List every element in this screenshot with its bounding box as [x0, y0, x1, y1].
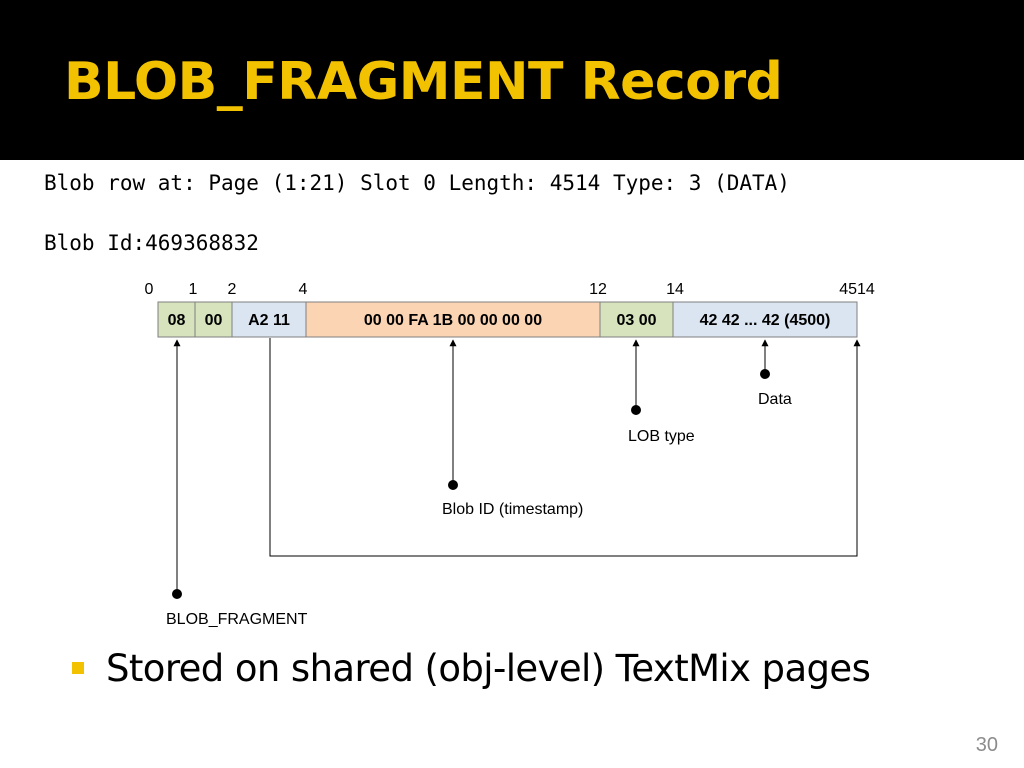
annotation-label: Blob ID (timestamp): [442, 501, 583, 518]
offset-label: 4: [299, 281, 308, 298]
title-bar: BLOB_FRAGMENT Record: [0, 0, 1024, 160]
length-connector: [269, 338, 861, 557]
record-fields: 08 00 A2 11 00 00 FA 1B 00 00 00 00 03 0…: [157, 301, 858, 338]
blob-fragment-dot: [172, 589, 182, 599]
offset-label: 0: [145, 281, 154, 298]
offset-label: 12: [589, 281, 607, 298]
field-label: 00: [205, 312, 223, 329]
bullet-text: Stored on shared (obj-level) TextMix pag…: [106, 646, 871, 690]
dump-id-line: Blob Id:469368832: [44, 231, 259, 255]
offset-label: 2: [228, 281, 237, 298]
offset-labels: 0 1 2 4 12 14 4514: [145, 281, 875, 298]
lob-type-dot: [631, 405, 641, 415]
annotation-label: LOB type: [628, 428, 695, 445]
offset-label: 14: [666, 281, 684, 298]
connectors: [172, 338, 861, 599]
annotation-label: BLOB_FRAGMENT: [166, 611, 308, 628]
slide-number: 30: [975, 734, 998, 756]
offset-label: 1: [189, 281, 198, 298]
blob-id-dot: [448, 480, 458, 490]
bullet-item: Stored on shared (obj-level) TextMix pag…: [72, 640, 871, 696]
offset-label: 4514: [839, 281, 875, 298]
annotation-labels: BLOB_FRAGMENT Blob ID (timestamp) LOB ty…: [166, 391, 792, 628]
field-label: 00 00 FA 1B 00 00 00 00: [364, 312, 542, 329]
field-label: 03 00: [616, 312, 656, 329]
field-label: 08: [168, 312, 186, 329]
slide-title: BLOB_FRAGMENT Record: [64, 52, 783, 112]
field-label: A2 11: [248, 312, 290, 329]
data-dot: [760, 369, 770, 379]
field-label: 42 42 ... 42 (4500): [700, 312, 831, 329]
field-box: [599, 301, 674, 338]
square-bullet-icon: [72, 662, 84, 674]
field-box: [672, 301, 858, 338]
dump-row-line: Blob row at: Page (1:21) Slot 0 Length: …: [44, 171, 790, 195]
annotation-label: Data: [758, 391, 792, 408]
